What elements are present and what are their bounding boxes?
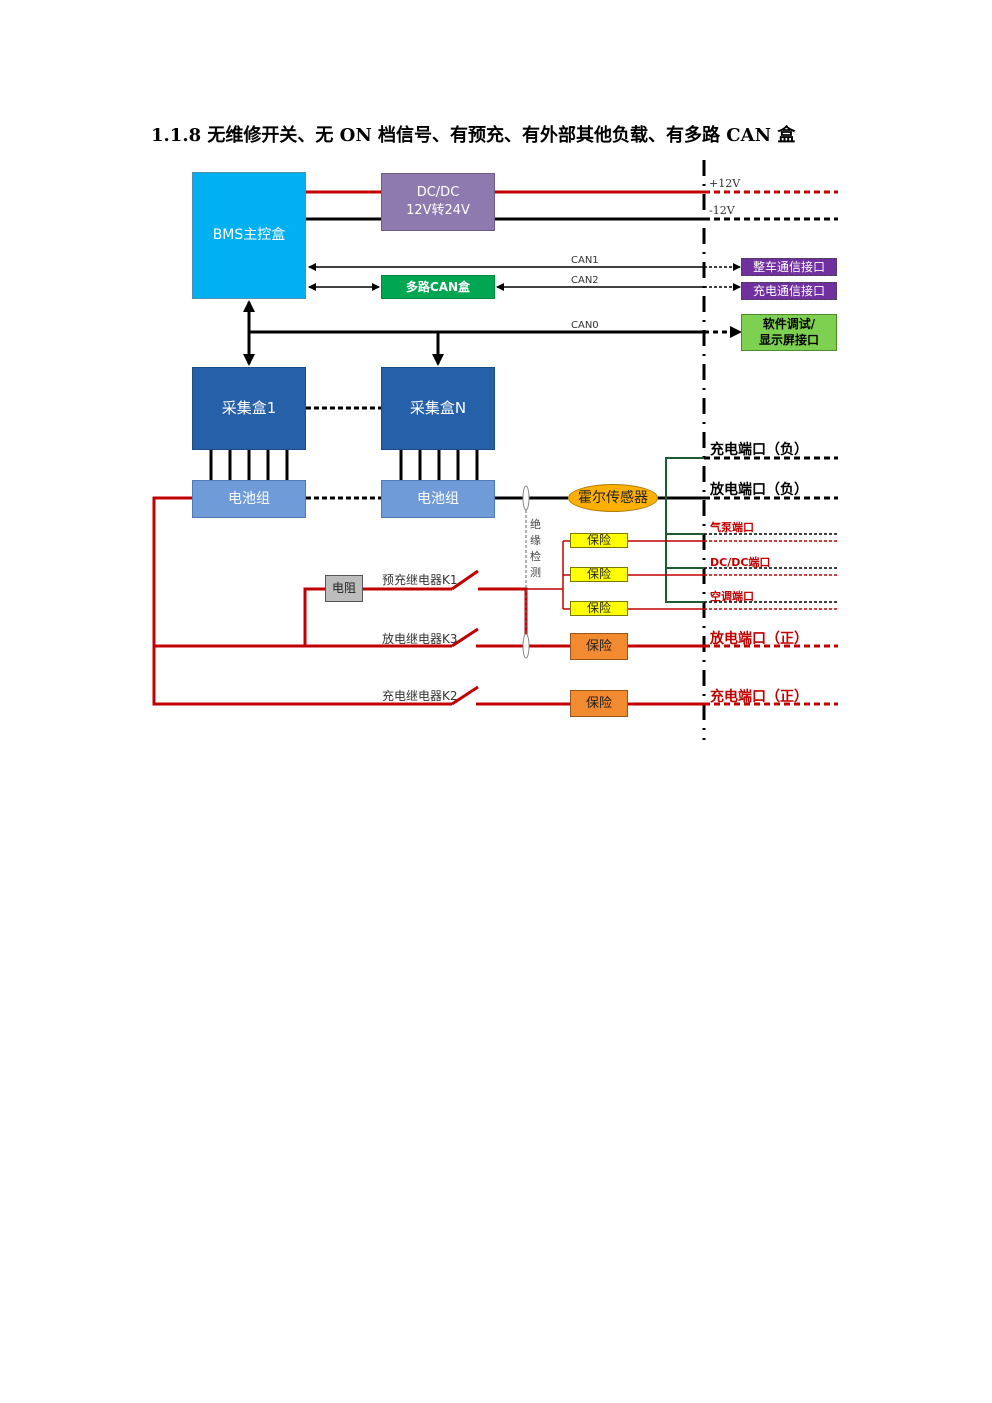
bms-main-box: BMS主控盒: [192, 172, 306, 299]
debug-display-interface: 软件调试/ 显示屏接口: [741, 314, 837, 351]
battery-pack-1: 电池组: [192, 480, 306, 518]
relay-k1-switch: [451, 569, 479, 591]
port-discharge-neg: 放电端口（负）: [710, 482, 808, 498]
collector-box-1: 采集盒1: [192, 367, 306, 450]
sense-wires-1: [209, 450, 289, 480]
port-ac: 空调端口: [710, 590, 754, 603]
can0-label: CAN0: [571, 320, 599, 331]
relay-k3-switch: [451, 627, 479, 648]
fuse-discharge: 保险: [570, 633, 628, 660]
relay-k2-switch: [451, 685, 479, 706]
port-dcdc: DC/DC端口: [710, 556, 771, 569]
can1-label: CAN1: [571, 255, 599, 266]
resistor: 电阻: [325, 575, 363, 602]
port-discharge-pos: 放电端口（正）: [710, 631, 808, 647]
relay-k1-label: 预充继电器K1: [382, 573, 458, 587]
battery-pack-n: 电池组: [381, 480, 495, 518]
fuse-branch: [526, 540, 570, 610]
minus12-label: -12V: [709, 204, 735, 217]
aux-pos-ext: [704, 540, 838, 610]
aux-neg-ext: [704, 533, 838, 603]
neg-branch-tree: [665, 457, 704, 603]
fuse-air-pump: 保险: [570, 533, 628, 548]
charge-comm-interface: 充电通信接口: [741, 282, 837, 300]
vehicle-comm-interface: 整车通信接口: [741, 258, 837, 276]
can2-label: CAN2: [571, 275, 599, 286]
hall-sensor: 霍尔传感器: [568, 484, 658, 512]
dcdc-box: DC/DC 12V转24V: [381, 173, 495, 231]
insulation-detection-label: 绝缘检测: [530, 518, 541, 579]
fuse-ac: 保险: [570, 601, 628, 616]
port-charge-neg: 充电端口（负）: [710, 442, 808, 458]
relay-k2-label: 充电继电器K2: [382, 689, 458, 703]
insulation-probe-bottom: [522, 633, 530, 659]
precharge-branch: [303, 587, 325, 646]
fuse-out-wires: [628, 540, 704, 610]
relay-k3-label: 放电继电器K3: [382, 632, 458, 646]
sense-wires-N: [399, 450, 479, 480]
section-title: 1.1.8 无维修开关、无 ON 档信号、有预充、有外部其他负载、有多路 CAN…: [151, 125, 796, 146]
pos-main: [152, 496, 452, 706]
port-charge-pos: 充电端口（正）: [710, 689, 808, 705]
fuse-dcdc: 保险: [570, 567, 628, 582]
insulation-probe-top: [522, 485, 530, 511]
collector-box-n: 采集盒N: [381, 367, 495, 450]
port-air-pump: 气泵端口: [710, 521, 754, 534]
multi-can-box: 多路CAN盒: [381, 275, 495, 299]
plus12-label: +12V: [709, 177, 741, 190]
k1-out: [478, 587, 528, 646]
fuse-charge: 保险: [570, 690, 628, 717]
